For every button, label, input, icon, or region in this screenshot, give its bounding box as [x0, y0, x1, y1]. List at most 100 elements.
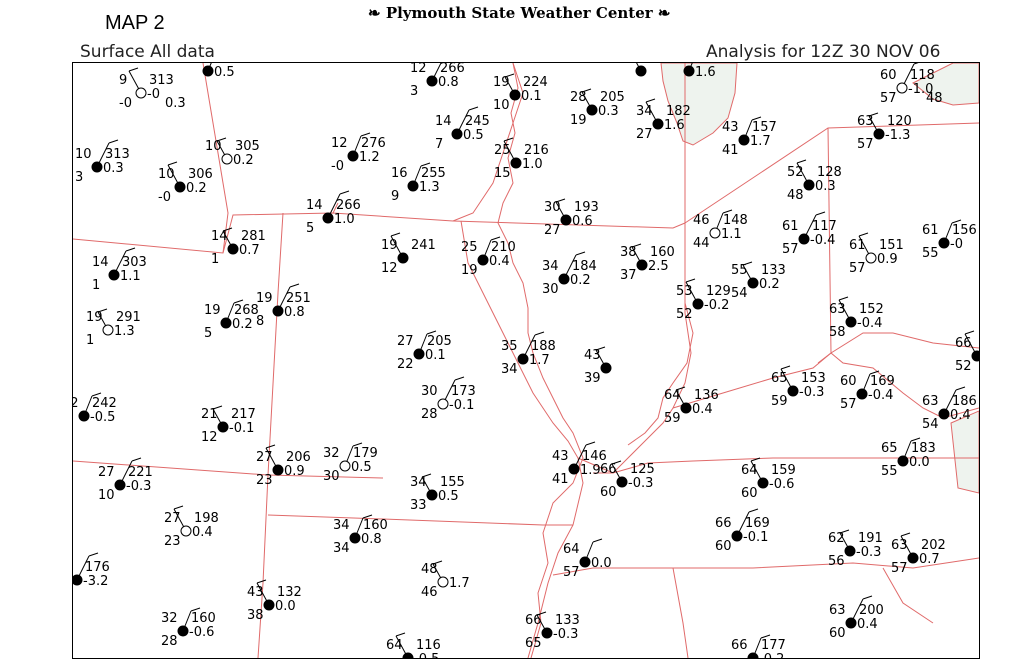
- station-temperature: 43: [584, 348, 601, 363]
- station-marker: [680, 402, 692, 414]
- station-dewpoint: 37: [620, 268, 637, 283]
- station-dewpoint: 39: [584, 371, 601, 386]
- station-dewpoint: 56: [828, 554, 845, 569]
- station-marker: [114, 479, 126, 491]
- wind-barb-flag: [108, 139, 119, 144]
- station-pressure: 157: [752, 120, 777, 135]
- station-plot: [868, 112, 885, 140]
- station-plot: [558, 251, 586, 285]
- station-dewpoint: 57: [880, 91, 897, 106]
- station-marker: [509, 89, 521, 101]
- station-marker: [272, 305, 284, 317]
- wind-barb-flag: [339, 190, 350, 195]
- station-pressure: 205: [600, 90, 625, 105]
- station-temperature: 63: [829, 302, 846, 317]
- station-pressure-change: 0.5: [438, 489, 459, 504]
- wind-barb-flag: [352, 442, 363, 447]
- map-canvas: 9313-0-00.383250.5122660.83192240.110193…: [73, 63, 979, 658]
- station-pressure-change: 0.3: [598, 104, 619, 119]
- wind-barb-flag: [900, 532, 911, 537]
- station-pressure-change: 0.8: [438, 75, 459, 90]
- station-marker: [798, 233, 810, 245]
- station-temperature: 12: [331, 136, 348, 151]
- station-plot: [683, 63, 695, 77]
- station-dewpoint: 10: [98, 488, 115, 503]
- wind-barb-flag: [534, 331, 545, 336]
- station-temperature: 63: [857, 114, 874, 129]
- station-pressure: 303: [122, 255, 147, 270]
- station-pressure-change: 1.9: [580, 463, 601, 478]
- station-plot: [272, 283, 300, 317]
- station-pressure: 198: [194, 511, 219, 526]
- station-pressure-change: -0.3: [628, 476, 653, 491]
- station-temperature: 14: [435, 114, 452, 129]
- station-temperature: 27: [256, 450, 273, 465]
- station-dewpoint: 3: [410, 84, 418, 99]
- station-dewpoint: 3: [75, 170, 83, 185]
- station-extra: 48: [926, 91, 943, 106]
- station-pressure-change: -0.6: [769, 477, 794, 492]
- station-pressure: 182: [666, 104, 691, 119]
- station-pressure: 186: [952, 394, 977, 409]
- station-marker: [616, 476, 628, 488]
- station-dewpoint: 28: [161, 634, 178, 649]
- station-dewpoint: -0: [158, 190, 171, 205]
- left-caption: Surface All data: [80, 42, 215, 62]
- wind-barb-flag: [839, 529, 850, 534]
- wind-barb-flag: [815, 211, 826, 216]
- station-marker: [541, 627, 553, 639]
- station-plot: [212, 405, 229, 433]
- station-plot: [798, 211, 826, 245]
- water-body: [950, 410, 979, 494]
- station-temperature: 65: [881, 441, 898, 456]
- wind-barb-flag: [838, 296, 849, 301]
- station-temperature: 38: [620, 245, 637, 260]
- station-marker: [217, 421, 229, 433]
- station-pressure-change: -0.4: [810, 233, 835, 248]
- wind-barb-flag: [742, 261, 753, 266]
- station-temperature: 55: [731, 263, 748, 278]
- station-dewpoint: 10: [493, 98, 510, 113]
- station-pressure-change: 0.7: [239, 243, 260, 258]
- station-plot: [390, 232, 409, 264]
- station-dewpoint: 57: [891, 561, 908, 576]
- wind-barb-flag: [955, 386, 966, 391]
- station-dewpoint: 22: [397, 357, 414, 372]
- station-marker: [709, 227, 721, 239]
- station-temperature: 63: [891, 538, 908, 553]
- station-pressure: 291: [116, 310, 141, 325]
- wind-barb-flag: [289, 283, 300, 288]
- station-plot: [173, 505, 192, 537]
- station-plot: [845, 595, 873, 629]
- station-plot: [796, 159, 815, 191]
- station-dewpoint: 28: [421, 407, 438, 422]
- station-pressure-change: -0.4: [868, 388, 893, 403]
- map-label: MAP 2: [105, 12, 165, 34]
- station-dewpoint: 54: [731, 286, 748, 301]
- station-plot: [742, 261, 759, 289]
- wind-barb-flag: [581, 88, 592, 93]
- station-pressure-change: -0.3: [126, 479, 151, 494]
- station-marker: [683, 65, 695, 77]
- station-pressure: 183: [911, 441, 936, 456]
- station-pressure: 156: [952, 223, 977, 238]
- station-pressure: 155: [440, 475, 465, 490]
- wind-barb-flag: [685, 278, 696, 283]
- station-temperature: 25: [461, 240, 478, 255]
- station-marker: [177, 625, 189, 637]
- station-marker: [897, 455, 909, 467]
- station-pressure-change: 1.0: [334, 212, 355, 227]
- station-plot: [536, 611, 553, 639]
- station-plot: [413, 330, 437, 360]
- station-dewpoint: 7: [435, 137, 443, 152]
- station-dewpoint: 23: [256, 473, 273, 488]
- station-temperature: 66: [600, 462, 617, 477]
- station-pressure: 200: [859, 603, 884, 618]
- station-dewpoint: 57: [849, 261, 866, 276]
- station-dewpoint: 52: [676, 307, 693, 322]
- station-marker: [747, 652, 759, 658]
- station-dewpoint: 57: [563, 565, 580, 580]
- station-dewpoint: 30: [323, 469, 340, 484]
- station-marker: [407, 180, 419, 192]
- station-plot: [631, 243, 648, 271]
